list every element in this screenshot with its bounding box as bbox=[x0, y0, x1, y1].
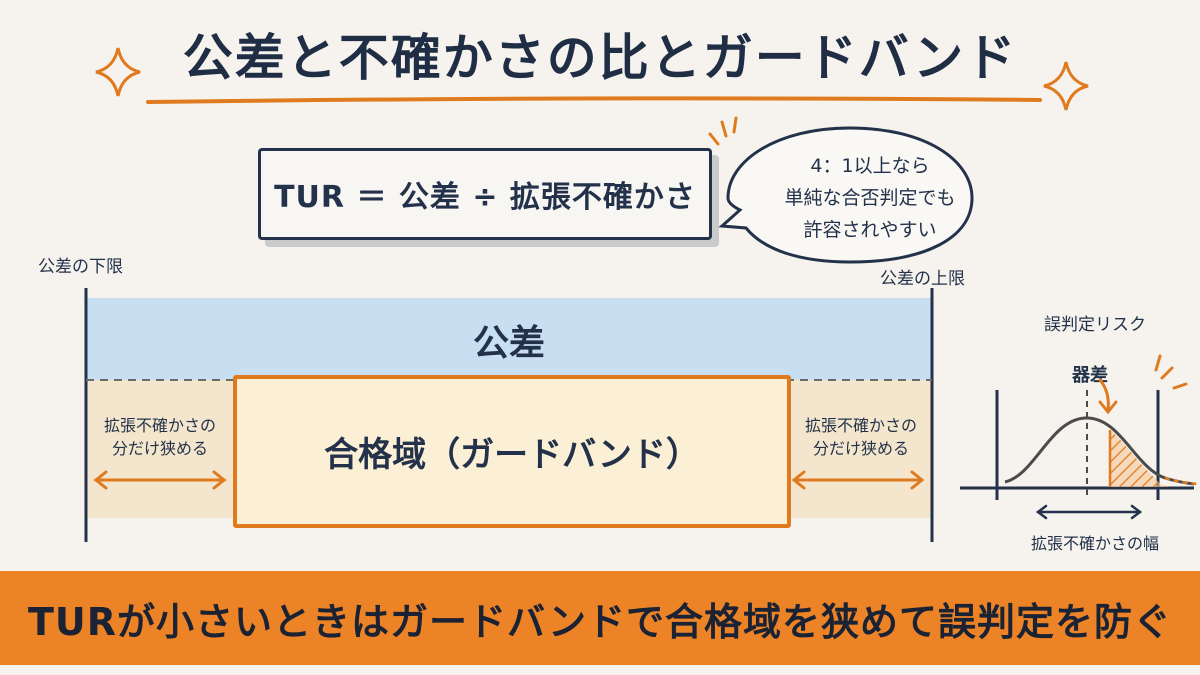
tolerance-label: 公差 bbox=[472, 323, 545, 364]
risk-title: 誤判定リスク bbox=[1044, 315, 1146, 335]
risk-tail-hatch bbox=[1110, 430, 1168, 487]
emphasis-lines-icon bbox=[1154, 354, 1188, 390]
bubble-outline bbox=[718, 126, 974, 264]
left-double-arrow-icon bbox=[93, 470, 227, 490]
bubble-line: 単純な合否判定でも bbox=[784, 187, 956, 209]
title-decoration bbox=[95, 47, 1089, 111]
emphasis-lines-icon bbox=[708, 116, 738, 146]
page-title: 公差と不確かさの比とガードバンド bbox=[182, 29, 1018, 87]
tolerance-band bbox=[86, 298, 932, 380]
conclusion-text: TURが小さいときはガードバンドで合格域を狭めて誤判定を防ぐ bbox=[28, 599, 1172, 644]
narrow-right-line: 分だけ狭める bbox=[812, 439, 909, 458]
bubble-line: 許容されやすい bbox=[803, 219, 937, 241]
sparkle-icon bbox=[95, 47, 141, 97]
normal-distribution-curve bbox=[1004, 416, 1195, 486]
uncertainty-width-label: 拡張不確かさの幅 bbox=[1030, 534, 1159, 553]
width-double-arrow-icon bbox=[1035, 504, 1143, 520]
risk-diagram bbox=[960, 354, 1199, 520]
acceptance-label: 合格域（ガードバンド） bbox=[324, 435, 700, 475]
bubble-text: 4：1以上なら 単純な合否判定でも 許容されやすい bbox=[770, 150, 970, 246]
tur-formula-box: TUR ＝ 公差 ÷ 拡張不確かさ bbox=[258, 148, 712, 240]
narrow-left-text: 拡張不確かさの 分だけ狭める bbox=[86, 414, 234, 460]
title-underline bbox=[146, 96, 1042, 104]
acceptance-zone: 合格域（ガードバンド） bbox=[233, 375, 791, 528]
sparkle-icon bbox=[1043, 61, 1089, 111]
bias-arrow-icon bbox=[1098, 378, 1118, 415]
tur-formula: TUR ＝ 公差 ÷ 拡張不確かさ bbox=[274, 180, 696, 215]
speech-bubble bbox=[708, 116, 974, 264]
narrow-right-line: 拡張不確かさの bbox=[804, 416, 917, 435]
risk-curve-tail-dashed bbox=[1164, 476, 1199, 486]
narrow-left-line: 分だけ狭める bbox=[111, 439, 208, 458]
right-double-arrow-icon bbox=[791, 470, 925, 490]
narrow-left-line: 拡張不確かさの bbox=[103, 416, 216, 435]
narrow-right-text: 拡張不確かさの 分だけ狭める bbox=[787, 414, 935, 460]
upper-limit-label: 公差の上限 bbox=[880, 269, 965, 289]
bubble-line: 4：1以上なら bbox=[810, 155, 930, 177]
lower-limit-label: 公差の下限 bbox=[38, 257, 123, 277]
conclusion-banner: TURが小さいときはガードバンドで合格域を狭めて誤判定を防ぐ bbox=[0, 571, 1200, 665]
